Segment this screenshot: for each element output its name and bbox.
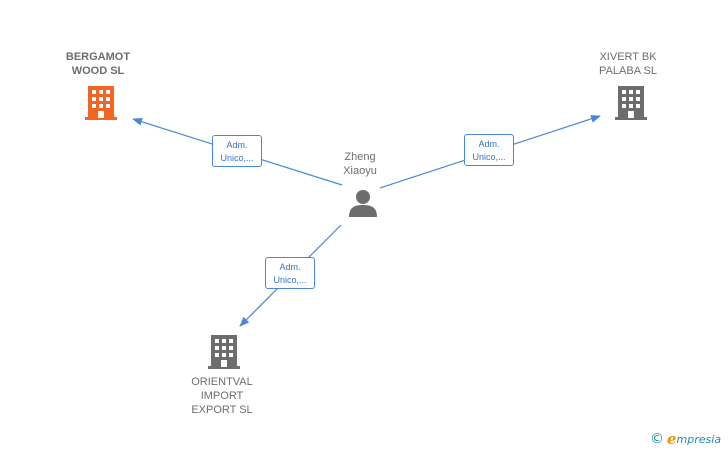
copyright-icon: © xyxy=(650,431,664,447)
company-name-orientval[interactable]: ORIENTVAL IMPORT EXPORT SL xyxy=(191,376,253,416)
brand-name: mpresia xyxy=(676,432,722,446)
building-icon[interactable] xyxy=(85,86,117,120)
relation-role: Adm. xyxy=(226,140,248,150)
empresia-logo: © e mpresia xyxy=(650,430,722,448)
relation-label-xivert[interactable]: Adm. Unico,... xyxy=(464,134,514,166)
person-icon[interactable] xyxy=(348,189,378,217)
person-name: Zheng Xiaoyu xyxy=(343,151,377,177)
company-name-xivert[interactable]: XIVERT BK PALABA SL xyxy=(599,51,657,77)
relation-role: Adm. xyxy=(478,139,500,149)
relation-detail: Unico,... xyxy=(220,153,254,163)
relation-role: Adm. xyxy=(279,262,301,272)
brand-initial: e xyxy=(667,430,677,448)
building-icon[interactable] xyxy=(615,86,647,120)
relation-detail: Unico,... xyxy=(273,275,307,285)
company-name-bergamot[interactable]: BERGAMOT WOOD SL xyxy=(65,51,131,77)
relation-label-bergamot[interactable]: Adm. Unico,... xyxy=(212,135,262,167)
relation-label-orientval[interactable]: Adm. Unico,... xyxy=(265,257,315,289)
relation-detail: Unico,... xyxy=(472,152,506,162)
building-icon[interactable] xyxy=(208,335,240,369)
